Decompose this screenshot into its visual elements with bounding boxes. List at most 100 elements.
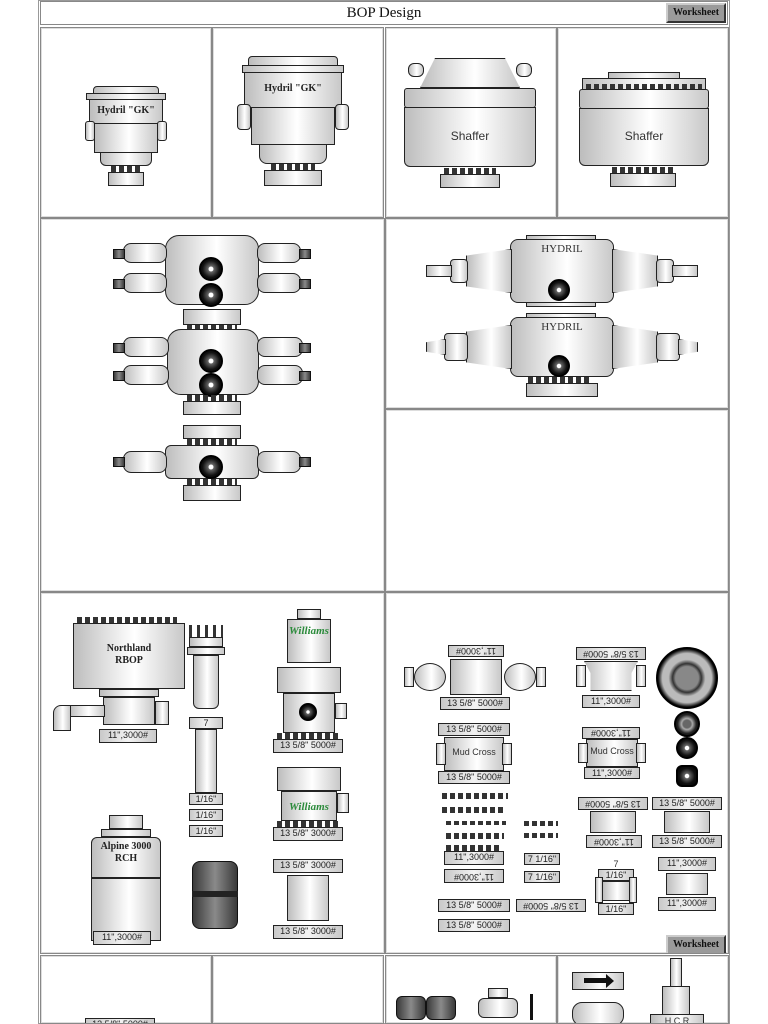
mud-cross-top-label: 13 5/8" 5000# (438, 723, 510, 736)
cell-bottom-2 (212, 955, 384, 1024)
hydril-nose-right (678, 339, 698, 355)
arrow-head-icon (606, 974, 614, 988)
cell-shaffer-bolted[interactable]: Shaffer (557, 27, 729, 218)
worksheet-button-bottom[interactable]: Worksheet (666, 935, 726, 953)
northland-valve (155, 701, 169, 725)
spool-adapter-body (590, 811, 636, 833)
bolts (528, 377, 590, 383)
spool-large-bottom: 13 5/8" 5000# (652, 835, 722, 848)
williams-flange-label: 13 5/8" 5000# (273, 739, 343, 753)
ram-rod (299, 343, 311, 353)
hydril-gk-label: Hydril "GK" (97, 105, 155, 116)
ram-outlet-icon (199, 257, 223, 281)
spacer-bottom-label: 13 5/8" 3000# (273, 925, 343, 939)
hcr-label: H C R (664, 1016, 690, 1024)
alpine-body (91, 837, 161, 941)
lug-right (335, 104, 349, 130)
spacer-pipe (287, 875, 329, 921)
cell-hydril-rams[interactable]: HYDRIL HYDRIL (385, 218, 729, 409)
bolts (187, 325, 237, 331)
lug-left (408, 63, 424, 77)
large-flange-icon (656, 647, 718, 709)
spool-small-body (666, 873, 708, 895)
single-ram-bonnet-right (257, 451, 301, 473)
valve-flange-left (404, 667, 414, 687)
ram-outlet-icon (199, 349, 223, 373)
ram-bonnet-left-bottom (123, 273, 167, 293)
ring-gasket-icon (676, 737, 698, 759)
northland-label-line1: Northland (106, 643, 152, 654)
spool-7-top: 7 (613, 859, 619, 869)
hydril-bonnet-left (466, 325, 512, 369)
ram-bonnet-right-bottom (257, 365, 303, 385)
williams-top-cap (297, 609, 321, 619)
lug-right (516, 63, 532, 77)
ram-outlet-icon (199, 455, 223, 479)
hydril-actuator-left (450, 259, 468, 283)
mud-cross-outlet-left (436, 743, 446, 765)
worksheet-button-top[interactable]: Worksheet (666, 3, 726, 23)
bolt-row (446, 833, 504, 839)
hydril-actuator-right (656, 333, 680, 361)
choke-valve-icon (478, 998, 518, 1018)
cell-fittings[interactable]: 11",3000# 13 5/8" 5000# 13 5/8" 5000# Mu… (385, 592, 729, 954)
alpine-flange-label: 11",3000# (93, 931, 151, 945)
northland-body (73, 623, 185, 689)
spool-7-outlet-left (595, 877, 603, 903)
cell-bottom-valves[interactable] (385, 955, 557, 1024)
spacer-top-label: 13 5/8" 3000# (273, 859, 343, 873)
cell-shaffer-clamped[interactable]: Shaffer (385, 27, 557, 218)
base-flange (183, 485, 241, 501)
cell-bottom-hcr[interactable]: H C R (557, 955, 729, 1024)
shaffer-body (579, 108, 709, 166)
gate-valve-icon (426, 996, 456, 1020)
choke-handwheel (530, 994, 533, 1020)
ram-rod (113, 249, 125, 259)
bolts (77, 617, 177, 623)
top-flange (183, 425, 241, 439)
spool-label: 1/16" (189, 809, 223, 821)
adapter-outlet-left (576, 665, 586, 687)
ram-outlet-icon (199, 283, 223, 307)
flange-label: 13 5/8" 5000# (516, 899, 586, 912)
spool-top-flange (189, 637, 223, 647)
flange-label: 11",3000# (444, 851, 504, 865)
lug-left (85, 121, 95, 141)
bolts (187, 479, 237, 485)
spool-small-bottom: 11",3000# (658, 897, 716, 911)
lug-right (157, 121, 167, 141)
mud-cross-outlet-right (502, 743, 512, 765)
valve-right (504, 663, 536, 691)
williams-clamp (277, 767, 341, 791)
gate-valve-icon (396, 996, 426, 1020)
annular-body-lower (251, 107, 335, 145)
ram-rod (299, 457, 311, 467)
base-flange (440, 174, 500, 188)
ram-outlet-icon (199, 373, 223, 397)
hydril-actuator-left (444, 333, 468, 361)
cell-hydril-gk-small[interactable]: Hydril "GK" (40, 27, 212, 218)
hcr-body (650, 1014, 704, 1023)
hydril-gk-label: Hydril "GK" (264, 83, 322, 94)
spool-pipe (195, 729, 217, 793)
hcr-actuator (662, 986, 690, 1016)
ram-bonnet-right-top (257, 243, 301, 263)
williams-clamp (277, 667, 341, 693)
cell-rcd-components[interactable]: Northland RBOP 11",3000# Alpine 3000 RCH… (40, 592, 385, 954)
cell-hydril-gk-large[interactable]: Hydril "GK" (212, 27, 384, 218)
cell-double-rams[interactable] (40, 218, 385, 592)
ram-bonnet-right-top (257, 337, 303, 357)
alpine-cap (101, 829, 151, 837)
flange-label: 7 1/16" (524, 853, 560, 865)
base-flange (526, 383, 598, 397)
adapter-top-label: 13 5/8" 5000# (576, 647, 646, 660)
bolts (277, 733, 341, 739)
spool-studs (189, 625, 223, 637)
spool-7-bottom: 1/16" (598, 903, 634, 915)
ram-outlet-icon (548, 355, 570, 377)
williams-flange-label: 13 5/8" 3000# (273, 827, 343, 841)
base-flange (108, 172, 144, 186)
bolts (277, 821, 341, 827)
cell-bottom-1[interactable]: 13 5/8" 5000# (40, 955, 212, 1024)
williams-brand: Williams (289, 625, 329, 637)
